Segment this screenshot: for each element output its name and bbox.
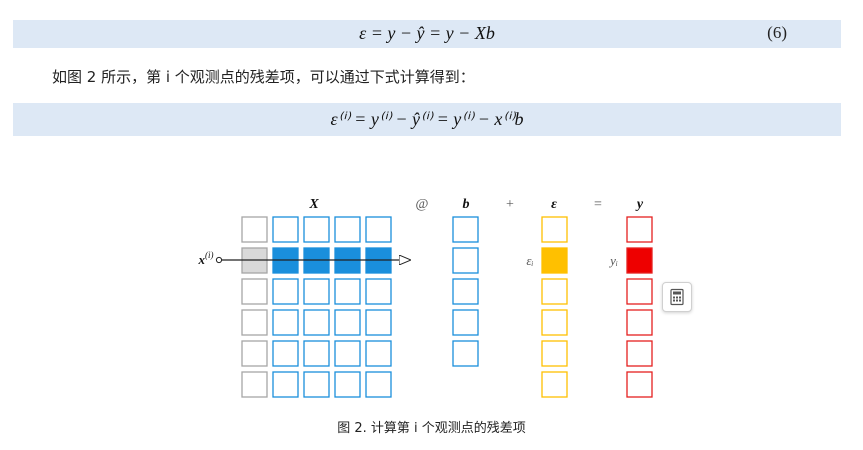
X-matrix-cell	[303, 309, 330, 336]
epsilon-vector-cell	[541, 216, 568, 243]
row-arrow-origin	[215, 256, 223, 264]
X-matrix-cell	[241, 278, 268, 305]
X-matrix-cell	[365, 278, 392, 305]
X-matrix-cell	[334, 278, 361, 305]
X-matrix-cell	[334, 340, 361, 367]
figure-caption: 图 2. 计算第 i 个观测点的残差项	[337, 421, 526, 436]
row-label-x-i: x(i)	[198, 250, 214, 267]
epsilon-vector-cell	[541, 247, 568, 274]
X-matrix-cell	[365, 371, 392, 398]
label-y: y	[635, 197, 644, 212]
X-matrix-cell	[272, 340, 299, 367]
equation-band-1: ε = y − ŷ = y − Xb (6)	[13, 20, 841, 48]
y-vector-cell	[626, 247, 653, 274]
X-matrix-cell	[365, 216, 392, 243]
X-matrix-cell	[334, 371, 361, 398]
X-matrix-cell	[303, 340, 330, 367]
X-matrix-cell	[272, 371, 299, 398]
X-matrix-cell	[303, 371, 330, 398]
paragraph-text: 如图 2 所示，第 i 个观测点的残差项，可以通过下式计算得到：	[52, 68, 475, 86]
y-vector-cell	[626, 278, 653, 305]
label-at: @	[416, 197, 429, 212]
b-vector-cell	[452, 309, 479, 336]
X-matrix-cell	[241, 340, 268, 367]
X-matrix-cell	[365, 309, 392, 336]
y-i-label: yᵢ	[608, 253, 618, 268]
X-matrix-cell	[334, 309, 361, 336]
X-matrix-cell	[241, 309, 268, 336]
equation-number: (6)	[767, 23, 787, 42]
equation-1: ε = y − ŷ = y − Xb	[359, 23, 495, 43]
X-matrix-cell	[241, 371, 268, 398]
label-equals: =	[594, 197, 602, 212]
y-vector-cell	[626, 340, 653, 367]
epsilon-vector-cell	[541, 278, 568, 305]
y-vector-cell	[626, 216, 653, 243]
epsilon-vector-cell	[541, 371, 568, 398]
label-plus: +	[506, 197, 514, 212]
X-matrix-cell	[241, 216, 268, 243]
y-vector-cell	[626, 371, 653, 398]
equation-2: ε⁽ⁱ⁾ = y⁽ⁱ⁾ − ŷ⁽ⁱ⁾ = y⁽ⁱ⁾ − x⁽ⁱ⁾b	[330, 109, 524, 129]
calculator-button[interactable]	[662, 282, 692, 312]
epsilon-vector-cell	[541, 309, 568, 336]
X-matrix-cell	[303, 278, 330, 305]
b-vector-cell	[452, 278, 479, 305]
eps-i-label: εᵢ	[526, 253, 533, 268]
X-matrix-cell	[272, 216, 299, 243]
calculator-icon	[670, 288, 684, 306]
label-b: b	[463, 197, 470, 212]
X-matrix-cell	[272, 278, 299, 305]
b-vector-cell	[452, 340, 479, 367]
X-matrix-cell	[334, 216, 361, 243]
b-vector-cell	[452, 216, 479, 243]
b-vector-cell	[452, 247, 479, 274]
label-epsilon: ε	[551, 197, 557, 212]
X-matrix-cell	[303, 216, 330, 243]
equation-band-2: ε⁽ⁱ⁾ = y⁽ⁱ⁾ − ŷ⁽ⁱ⁾ = y⁽ⁱ⁾ − x⁽ⁱ⁾b	[13, 103, 841, 136]
y-vector-cell	[626, 309, 653, 336]
epsilon-vector-cell	[541, 340, 568, 367]
label-X: X	[308, 197, 319, 212]
X-matrix-cell	[272, 309, 299, 336]
X-matrix-cell	[365, 340, 392, 367]
